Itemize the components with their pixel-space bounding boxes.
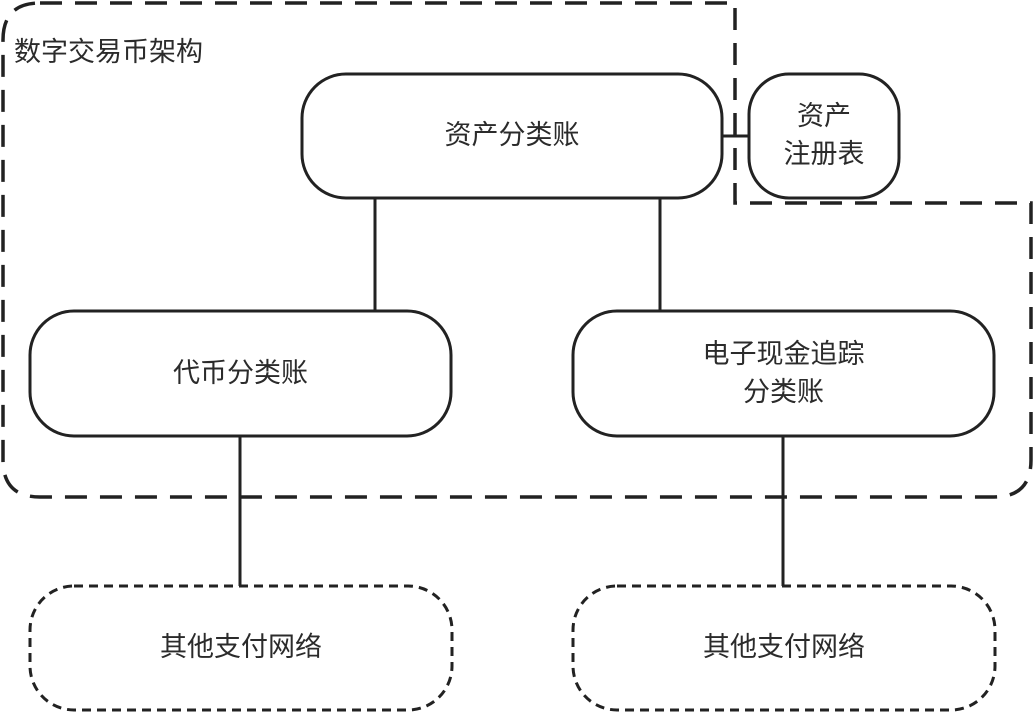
node-asset-ledger: [300, 72, 724, 200]
node-token-ledger-label: 代币分类账: [173, 357, 308, 389]
node-token-ledger: [28, 309, 453, 438]
node-asset-registry-label: 资产 注册表: [783, 101, 865, 170]
node-other-network-right: [571, 584, 997, 712]
node-other-network-right-label: 其他支付网络: [703, 632, 865, 663]
node-asset-ledger-label: 资产分类账: [444, 120, 580, 151]
node-ecash-ledger: [571, 309, 996, 438]
architecture-title: 数字交易币架构: [14, 37, 203, 68]
node-asset-registry: [747, 72, 901, 200]
node-other-network-left-label: 其他支付网络: [160, 632, 322, 663]
node-other-network-left: [28, 584, 454, 712]
node-ecash-ledger-label: 电子现金追踪 分类账: [702, 338, 865, 408]
